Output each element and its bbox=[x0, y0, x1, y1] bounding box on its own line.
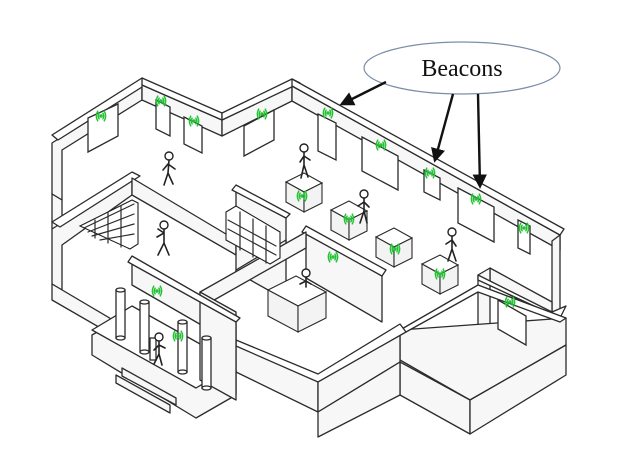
callout-arrow bbox=[339, 80, 387, 106]
display-box bbox=[374, 227, 414, 268]
wall-panel bbox=[361, 135, 399, 192]
wireless-signal-icon bbox=[504, 296, 516, 308]
wireless-signal-icon bbox=[155, 95, 167, 107]
building-walls bbox=[51, 77, 567, 438]
wireless-signal-icon bbox=[389, 243, 401, 255]
callout-arrow bbox=[431, 93, 455, 163]
wall-panels bbox=[87, 98, 531, 347]
wireless-signal-icon bbox=[151, 285, 163, 297]
gate-pillars bbox=[115, 287, 212, 391]
shelving-unit-left bbox=[78, 199, 139, 250]
person-walking-icon bbox=[445, 227, 457, 262]
wireless-signal-icon bbox=[296, 190, 308, 202]
wireless-signal-icon bbox=[518, 222, 530, 234]
wireless-signal-icon bbox=[172, 330, 184, 342]
wireless-signal-icon bbox=[322, 107, 334, 119]
wireless-signal-icon bbox=[343, 213, 355, 225]
callout-bubble bbox=[363, 41, 561, 95]
callout-arrow bbox=[472, 93, 487, 189]
wireless-signal-icon bbox=[470, 193, 482, 205]
person-walking-icon bbox=[162, 151, 176, 186]
beacons bbox=[95, 95, 530, 342]
wireless-signal-icon bbox=[327, 251, 339, 263]
display-box bbox=[284, 172, 324, 213]
beacons-callout: Beacons bbox=[339, 41, 561, 189]
wall-panel bbox=[87, 102, 119, 154]
person-walking-icon bbox=[153, 332, 166, 366]
wall-panel bbox=[457, 186, 495, 244]
gate-pillar-icon bbox=[139, 299, 150, 355]
reception-counter bbox=[266, 275, 328, 333]
gate-pillar-icon bbox=[201, 335, 212, 391]
wireless-signal-icon bbox=[188, 115, 200, 127]
gate-pillar-icon bbox=[115, 287, 126, 341]
wireless-signal-icon bbox=[434, 268, 446, 280]
wall-panel bbox=[317, 112, 337, 162]
people bbox=[153, 143, 457, 366]
wall-panel bbox=[497, 298, 527, 347]
gate-pillar-icon bbox=[177, 319, 188, 375]
wireless-signal-icon bbox=[95, 110, 107, 122]
person-walking-icon bbox=[357, 189, 370, 224]
shelving-unit-right bbox=[225, 205, 281, 265]
wireless-signal-icon bbox=[256, 108, 268, 120]
person-walking-icon bbox=[299, 268, 312, 288]
person-walking-icon bbox=[156, 220, 170, 256]
person-walking-icon bbox=[299, 143, 311, 179]
wireless-signal-icon bbox=[424, 167, 436, 179]
wireless-signal-icon bbox=[375, 139, 387, 151]
callout-label: Beacons bbox=[421, 56, 502, 82]
